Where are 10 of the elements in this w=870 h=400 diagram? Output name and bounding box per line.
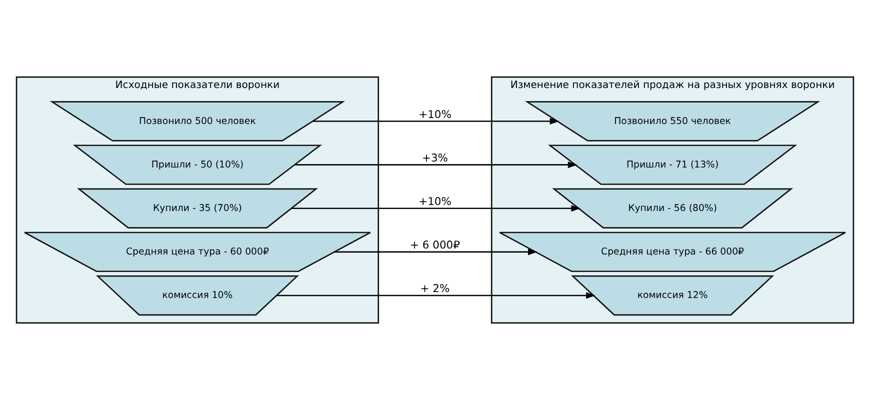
edge-label: +10% <box>418 108 452 121</box>
edge-label: + 6 000₽ <box>410 238 460 252</box>
arrow <box>312 118 560 125</box>
edge-label: +3% <box>422 151 448 164</box>
arrow <box>334 248 538 256</box>
edge-label: +10% <box>418 194 452 208</box>
arrow <box>276 292 596 299</box>
arrow <box>294 162 578 168</box>
edge-label: + 2% <box>420 282 450 295</box>
arrow <box>291 205 581 212</box>
